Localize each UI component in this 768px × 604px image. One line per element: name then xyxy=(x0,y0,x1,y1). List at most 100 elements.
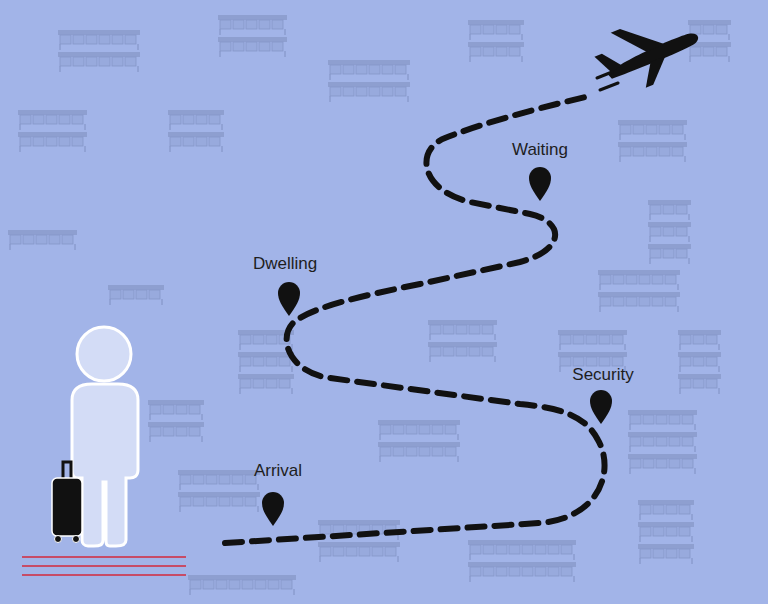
seat xyxy=(703,47,714,56)
stage-label: Security xyxy=(572,366,633,383)
bench-back xyxy=(328,82,410,87)
bench-leg xyxy=(19,124,20,130)
bench-back xyxy=(428,342,497,347)
seat xyxy=(245,497,256,506)
seat xyxy=(253,357,264,366)
bench-back xyxy=(598,270,680,275)
seat xyxy=(682,415,693,424)
bench-leg xyxy=(624,344,625,350)
seat xyxy=(643,415,654,424)
seat xyxy=(432,425,443,434)
seat xyxy=(643,437,654,446)
seat xyxy=(72,115,83,124)
seat xyxy=(170,137,181,146)
bench-back xyxy=(678,352,721,357)
seat xyxy=(110,290,121,299)
seat xyxy=(10,235,21,244)
bench-back xyxy=(18,110,87,115)
seat xyxy=(682,459,693,468)
seat xyxy=(320,525,331,534)
seat xyxy=(233,20,244,29)
bench-leg xyxy=(239,388,240,394)
seat xyxy=(640,505,651,514)
seat xyxy=(643,459,654,468)
seat xyxy=(180,475,191,484)
seat xyxy=(659,147,670,156)
bench-leg xyxy=(521,34,522,40)
seat xyxy=(445,425,456,434)
seat xyxy=(548,545,559,554)
bench-back xyxy=(328,60,410,65)
bench-leg xyxy=(19,146,20,152)
seat xyxy=(666,527,677,536)
bench-leg xyxy=(599,306,600,312)
seat xyxy=(483,25,494,34)
bench-leg xyxy=(179,484,180,490)
seat xyxy=(483,47,494,56)
seat xyxy=(665,275,676,284)
seat xyxy=(163,405,174,414)
bench-leg xyxy=(457,456,458,462)
seat xyxy=(443,347,454,356)
seat xyxy=(669,415,680,424)
seat xyxy=(229,580,240,589)
bench-leg xyxy=(718,388,719,394)
bench-leg xyxy=(169,146,170,152)
bench-back xyxy=(558,330,627,335)
bench-leg xyxy=(284,29,285,35)
seat xyxy=(125,35,136,44)
seat xyxy=(690,25,701,34)
seat xyxy=(669,437,680,446)
seat xyxy=(676,249,687,258)
bench-back xyxy=(218,37,287,42)
seat xyxy=(380,425,391,434)
seat xyxy=(73,57,84,66)
bench-cluster xyxy=(168,110,224,152)
seat xyxy=(561,567,572,576)
seat xyxy=(369,87,380,96)
bench-leg xyxy=(84,124,85,130)
seat xyxy=(253,335,264,344)
bench-leg xyxy=(179,506,180,512)
bench-back xyxy=(218,15,287,20)
seat xyxy=(112,35,123,44)
seat xyxy=(630,459,641,468)
seat xyxy=(189,427,200,436)
bench-back xyxy=(558,352,627,357)
seat xyxy=(706,357,717,366)
bench-back xyxy=(168,110,224,115)
bench-cluster xyxy=(648,200,691,264)
seat xyxy=(86,57,97,66)
bench-back xyxy=(148,422,204,427)
bench-leg xyxy=(137,66,138,72)
seat xyxy=(216,580,227,589)
seat xyxy=(679,505,690,514)
seat xyxy=(272,20,283,29)
seat xyxy=(240,379,251,388)
bench-back xyxy=(678,330,721,335)
bench-back xyxy=(378,420,460,425)
bench-leg xyxy=(688,236,689,242)
bench-leg xyxy=(239,344,240,350)
stage-label: Arrival xyxy=(254,462,302,479)
seat xyxy=(470,545,481,554)
seat xyxy=(380,447,391,456)
seat xyxy=(62,235,73,244)
seat xyxy=(150,405,161,414)
bench-leg xyxy=(329,74,330,80)
bench-leg xyxy=(599,284,600,290)
seat xyxy=(656,459,667,468)
seat xyxy=(330,87,341,96)
bench-leg xyxy=(649,258,650,264)
seat xyxy=(639,275,650,284)
airplane-icon xyxy=(588,3,708,101)
floor-lines xyxy=(22,557,186,575)
seat xyxy=(561,545,572,554)
bench-back xyxy=(678,374,721,379)
seat xyxy=(419,447,430,456)
map-pins xyxy=(262,167,612,526)
seat xyxy=(382,87,393,96)
bench-back xyxy=(8,230,77,235)
